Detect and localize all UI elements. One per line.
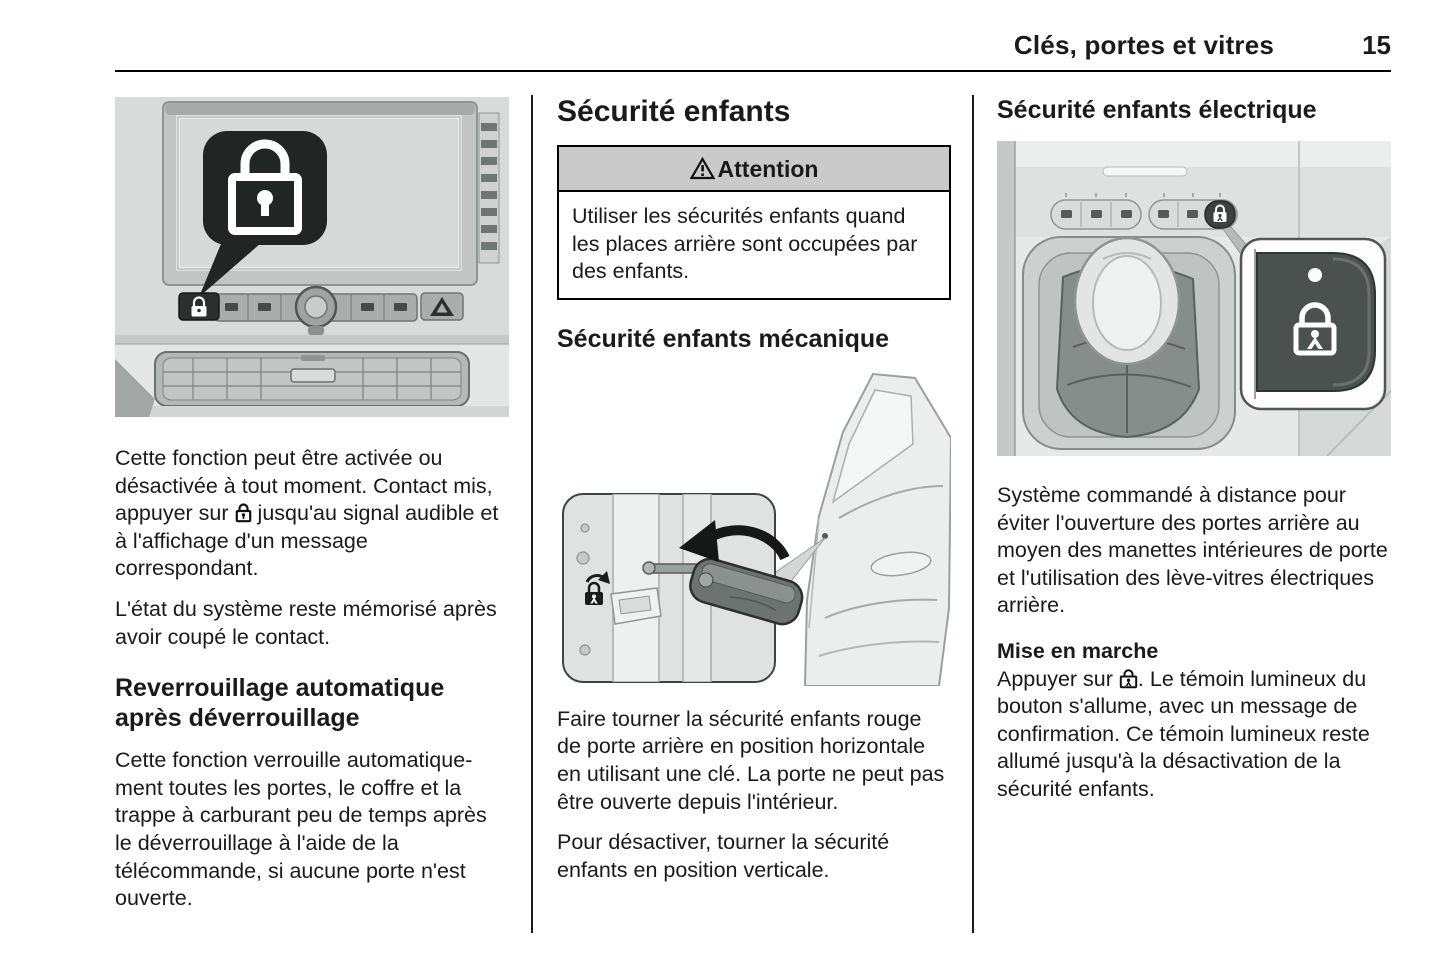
paragraph-mechanical-deactivate: Pour désactiver, tourner la sécurité enf… bbox=[557, 830, 890, 882]
page-number: 15 bbox=[1362, 30, 1391, 60]
subheading-mechanical-child-lock: Sécurité enfants mécanique bbox=[557, 324, 890, 353]
column-3: Sécurité enfants électrique bbox=[997, 95, 1391, 817]
paragraph-electric-description: Système commandé à distance pour éviter … bbox=[997, 483, 1388, 618]
column-2: Sécurité enfants Attention Utiliser les … bbox=[557, 95, 951, 897]
paragraph-state-memorised: L'état du système reste mémorisé après a… bbox=[115, 596, 497, 649]
heading-electric-child-lock: Sécurité enfants électrique bbox=[997, 96, 1317, 124]
header-rule bbox=[115, 70, 1391, 72]
paragraph-text: Appuyer sur bbox=[997, 666, 1113, 691]
attention-text: Utiliser les sécurités enfants quand les… bbox=[572, 204, 918, 284]
paragraph-text: . Le témoin lumineux du bouton s'allume,… bbox=[997, 666, 1370, 801]
subheading-relock: Reverrouillage automatique après déverro… bbox=[115, 674, 445, 733]
heading-child-safety: Sécurité enfants bbox=[557, 95, 791, 128]
chapter-title: Clés, portes et vitres bbox=[1013, 30, 1275, 60]
column-divider-1 bbox=[531, 95, 533, 933]
warning-triangle-icon bbox=[689, 156, 715, 180]
attention-title: Attention bbox=[717, 156, 819, 182]
column-divider-2 bbox=[972, 95, 974, 933]
lock-icon bbox=[235, 502, 252, 523]
attention-body: Utiliser les sécurités enfants quand les… bbox=[559, 192, 949, 298]
paragraph-text: Cette fonction peut être activée ou désa… bbox=[115, 446, 493, 526]
paragraph-activation: Appuyer sur. Le témoin lumineux du bouto… bbox=[997, 666, 1391, 804]
figure-electric-child-lock-illustration bbox=[997, 141, 1391, 456]
child-lock-icon bbox=[1119, 668, 1138, 689]
attention-header: Attention bbox=[559, 147, 949, 192]
paragraph-text: jusqu'au signal audible et à l'affichage… bbox=[115, 501, 499, 581]
page-header: Clés, portes et vitres 15 bbox=[115, 30, 1391, 61]
figure-dashboard-lock-illustration bbox=[115, 97, 509, 417]
paragraph-relock: Cette fonction verrouille automatique­me… bbox=[115, 748, 487, 911]
figure-mechanical-child-lock-illustration bbox=[557, 368, 951, 686]
paragraph-mechanical-activate: Faire tourner la sécurité enfants rouge … bbox=[557, 706, 945, 814]
attention-box: Attention Utiliser les sécurités enfants… bbox=[557, 145, 951, 300]
column-1: Cette fonction peut être activée ou désa… bbox=[115, 95, 509, 926]
paragraph-auto-lock: Cette fonction peut être activée ou désa… bbox=[115, 445, 509, 583]
subheading-activation: Mise en marche bbox=[997, 638, 1159, 663]
